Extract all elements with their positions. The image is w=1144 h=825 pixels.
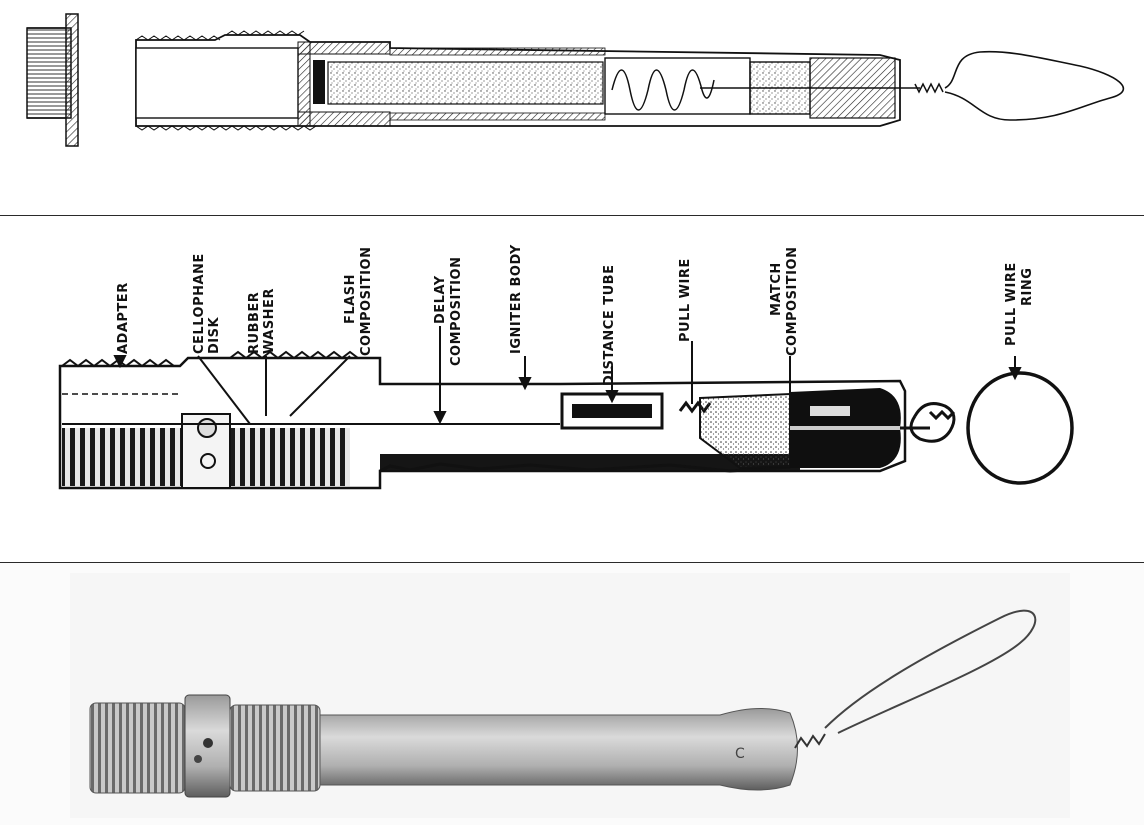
label-delay-composition: COMPOSITION: [449, 257, 464, 366]
callout-labels: ADAPTER CELLOPHANE DISK RUBBER WASHER FL…: [116, 244, 1035, 386]
igniter-cutaway-body: [58, 350, 930, 490]
label-disk: DISK: [207, 317, 222, 354]
panel-divider-2: [0, 562, 1144, 563]
labeled-cutaway-drawing: ADAPTER CELLOPHANE DISK RUBBER WASHER FL…: [58, 244, 1074, 490]
label-distance-tube: DISTANCE TUBE: [602, 265, 617, 386]
label-ring: RING: [1020, 268, 1035, 306]
label-washer: WASHER: [262, 288, 277, 354]
pull-wire-loop-photo: [794, 609, 1037, 749]
label-cellophane: CELLOPHANE: [192, 253, 207, 354]
igniter-body-section: [135, 30, 920, 131]
panel-divider-1: [0, 215, 1144, 216]
pull-wire-ring: [909, 371, 1074, 485]
adapter-cap: [26, 13, 79, 147]
callout-leaders: [113, 326, 1022, 425]
igniter-photo-body: C: [89, 694, 798, 798]
cross-section-drawing: [26, 13, 1125, 147]
label-delay: DELAY: [433, 275, 448, 324]
label-flash-composition: COMPOSITION: [359, 247, 374, 356]
label-match-composition: COMPOSITION: [785, 247, 800, 356]
cross-section-panel: [0, 0, 1144, 215]
labeled-cutaway-panel: ADAPTER CELLOPHANE DISK RUBBER WASHER FL…: [0, 216, 1144, 562]
label-igniter-body: IGNITER BODY: [509, 244, 524, 354]
label-adapter: ADAPTER: [116, 282, 131, 354]
label-match: MATCH: [769, 262, 784, 316]
exterior-photograph: C: [70, 573, 1070, 818]
label-pull-wire: PULL WIRE: [678, 258, 693, 342]
pull-wire-loop: [914, 50, 1125, 121]
svg-text:C: C: [735, 746, 745, 762]
label-pull-wire-ring: PULL WIRE: [1004, 262, 1019, 346]
label-flash: FLASH: [343, 274, 358, 324]
label-rubber: RUBBER: [247, 292, 262, 354]
exterior-photo-panel: C: [0, 563, 1144, 825]
